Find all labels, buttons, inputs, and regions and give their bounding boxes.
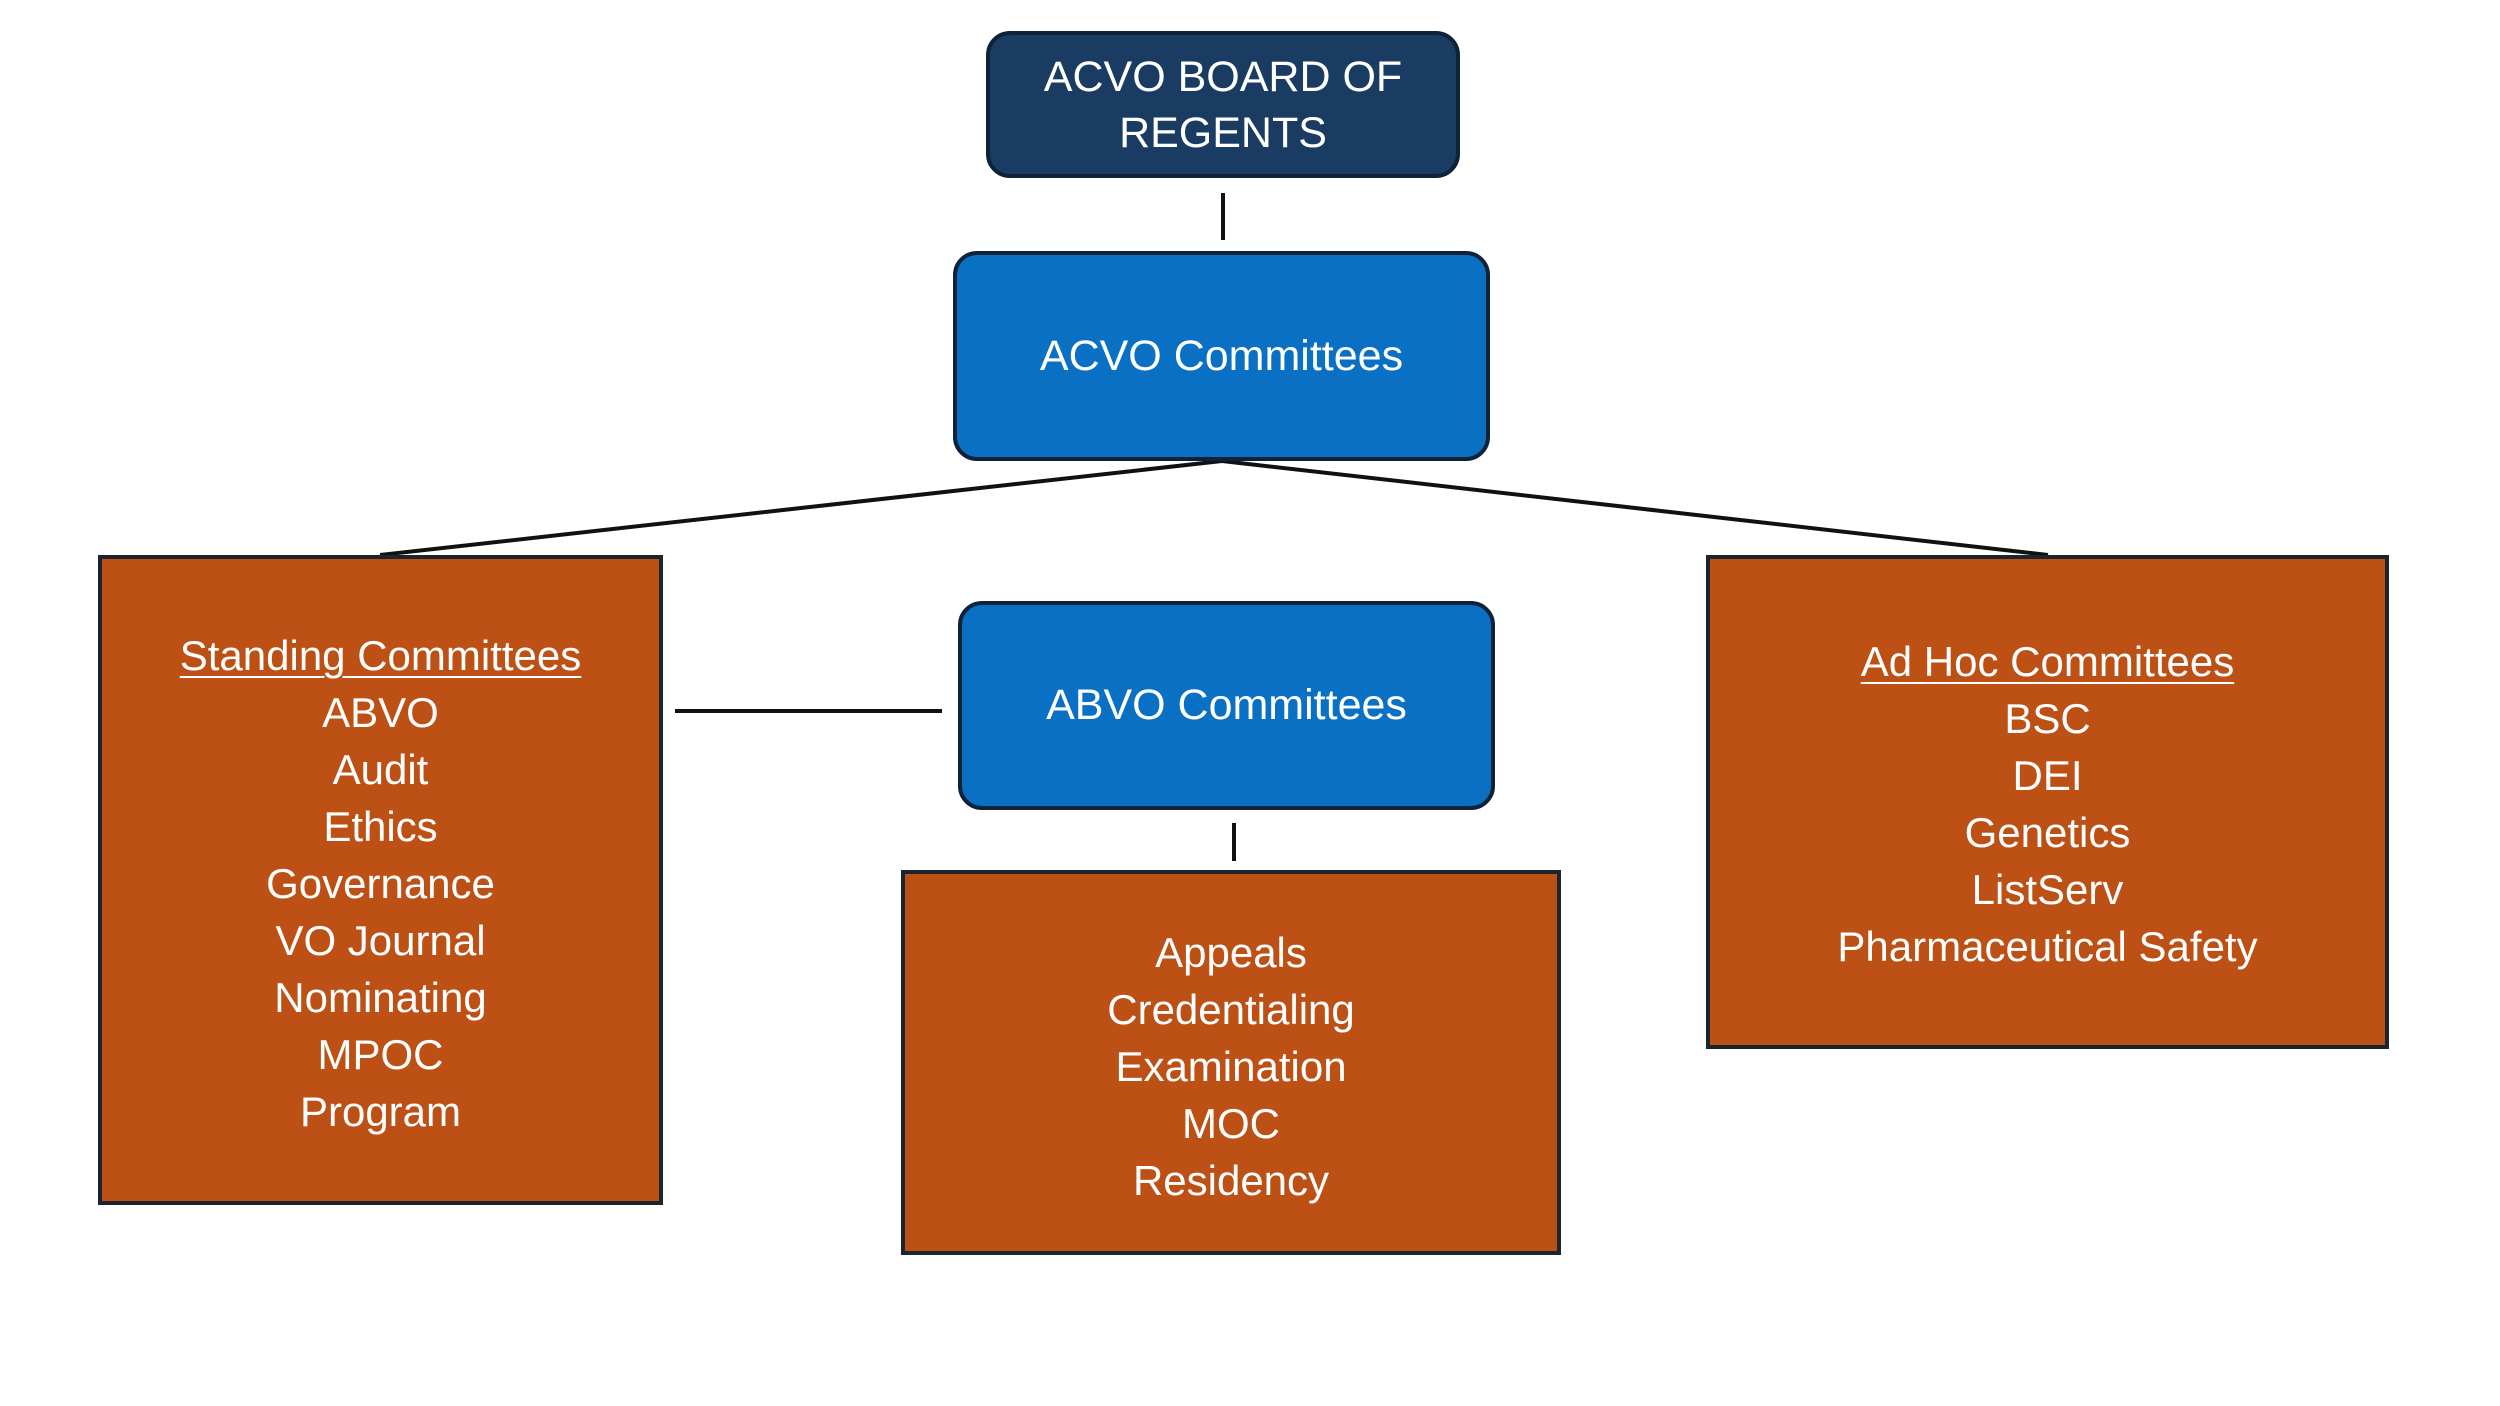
abvo-committees-node: ABVO Committees bbox=[958, 601, 1495, 810]
board-of-regents-node: ACVO BOARD OF REGENTS bbox=[986, 31, 1460, 178]
standing-item-nominating: Nominating bbox=[274, 974, 487, 1021]
standing-item-ethics: Ethics bbox=[323, 803, 438, 850]
standing-item-governance: Governance bbox=[266, 860, 495, 907]
adhoc-item-listserv: ListServ bbox=[1971, 866, 2124, 913]
adhoc-item-pharmaceutical-safety: Pharmaceutical Safety bbox=[1837, 923, 2258, 970]
standing-item-vo-journal: VO Journal bbox=[275, 917, 486, 964]
adhoc-item-dei: DEI bbox=[2012, 752, 2083, 799]
abvo-item-appeals: Appeals bbox=[1155, 929, 1307, 976]
abvo-committees-list-box: Appeals Credentialing Examination MOC Re… bbox=[901, 870, 1561, 1255]
adhoc-item-bsc: BSC bbox=[2004, 695, 2091, 742]
abvo-item-residency: Residency bbox=[1132, 1157, 1330, 1204]
standing-item-mpoc: MPOC bbox=[317, 1031, 444, 1078]
ad-hoc-committees-heading: Ad Hoc Committees bbox=[1860, 638, 2235, 685]
adhoc-item-genetics: Genetics bbox=[1964, 809, 2131, 856]
standing-item-audit: Audit bbox=[332, 746, 429, 793]
abvo-item-moc: MOC bbox=[1182, 1100, 1280, 1147]
ad-hoc-committees-box: Ad Hoc Committees BSC DEI Genetics ListS… bbox=[1706, 555, 2389, 1049]
connector-acvo-to-adhoc bbox=[1221, 459, 2049, 557]
standing-item-program: Program bbox=[299, 1088, 462, 1135]
standing-committees-box: Standing Committees ABVO Audit Ethics Go… bbox=[98, 555, 663, 1205]
abvo-item-examination: Examination bbox=[1115, 1043, 1347, 1090]
abvo-committees-label: ABVO Committees bbox=[1046, 681, 1407, 729]
acvo-committees-node: ACVO Committees bbox=[953, 251, 1490, 461]
connector-acvo-to-standing bbox=[379, 459, 1223, 557]
standing-committees-heading: Standing Committees bbox=[179, 632, 582, 679]
acvo-committees-label: ACVO Committees bbox=[1039, 331, 1404, 380]
board-of-regents-label: ACVO BOARD OF REGENTS bbox=[1043, 52, 1403, 157]
abvo-item-credentialing: Credentialing bbox=[1107, 986, 1355, 1033]
standing-item-abvo: ABVO bbox=[322, 689, 439, 736]
